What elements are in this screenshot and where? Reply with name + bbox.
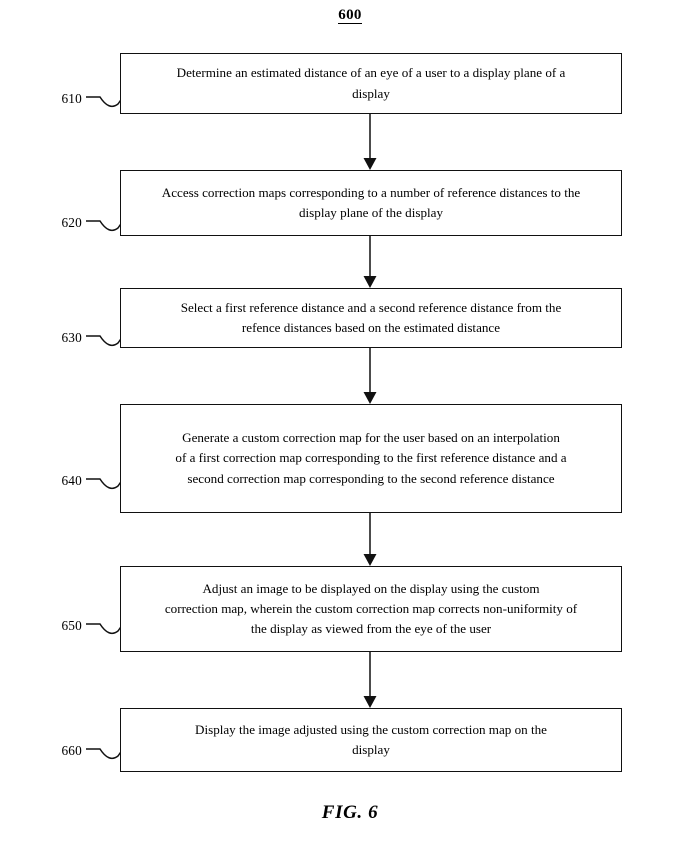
arrow-610-to-620 <box>363 114 377 170</box>
process-step-640: Generate a custom correction map for the… <box>120 404 622 513</box>
process-step-610: Determine an estimated distance of an ey… <box>120 53 622 114</box>
arrow-630-to-640 <box>363 348 377 404</box>
process-step-620-text: Access correction maps corresponding to … <box>161 184 581 220</box>
process-step-650: Adjust an image to be displayed on the d… <box>120 566 622 652</box>
process-step-610-text: Determine an estimated distance of an ey… <box>176 65 566 101</box>
process-step-660-text: Display the image adjusted using the cus… <box>195 721 547 757</box>
figure-caption: FIG. 6 <box>321 802 379 823</box>
process-step-620: Access correction maps corresponding to … <box>120 170 622 236</box>
reference-numeral-660: 660 <box>61 743 82 758</box>
figure-number-value: 600 <box>338 7 362 24</box>
reference-numeral-640: 640 <box>61 473 82 488</box>
process-step-640-text: Generate a custom correction map for the… <box>175 430 567 486</box>
process-step-660: Display the image adjusted using the cus… <box>120 708 622 772</box>
process-step-630: Select a first reference distance and a … <box>120 288 622 348</box>
process-step-650-text: Adjust an image to be displayed on the d… <box>164 580 578 637</box>
process-step-630-text: Select a first reference distance and a … <box>180 299 562 335</box>
arrow-620-to-630 <box>363 236 377 288</box>
figure-number: 600 <box>0 7 700 24</box>
reference-numeral-620: 620 <box>61 215 82 230</box>
arrow-640-to-650 <box>363 513 377 566</box>
reference-numeral-650: 650 <box>61 618 82 633</box>
reference-numeral-630: 630 <box>61 330 82 345</box>
arrow-650-to-660 <box>363 652 377 708</box>
reference-numeral-610: 610 <box>61 91 82 106</box>
